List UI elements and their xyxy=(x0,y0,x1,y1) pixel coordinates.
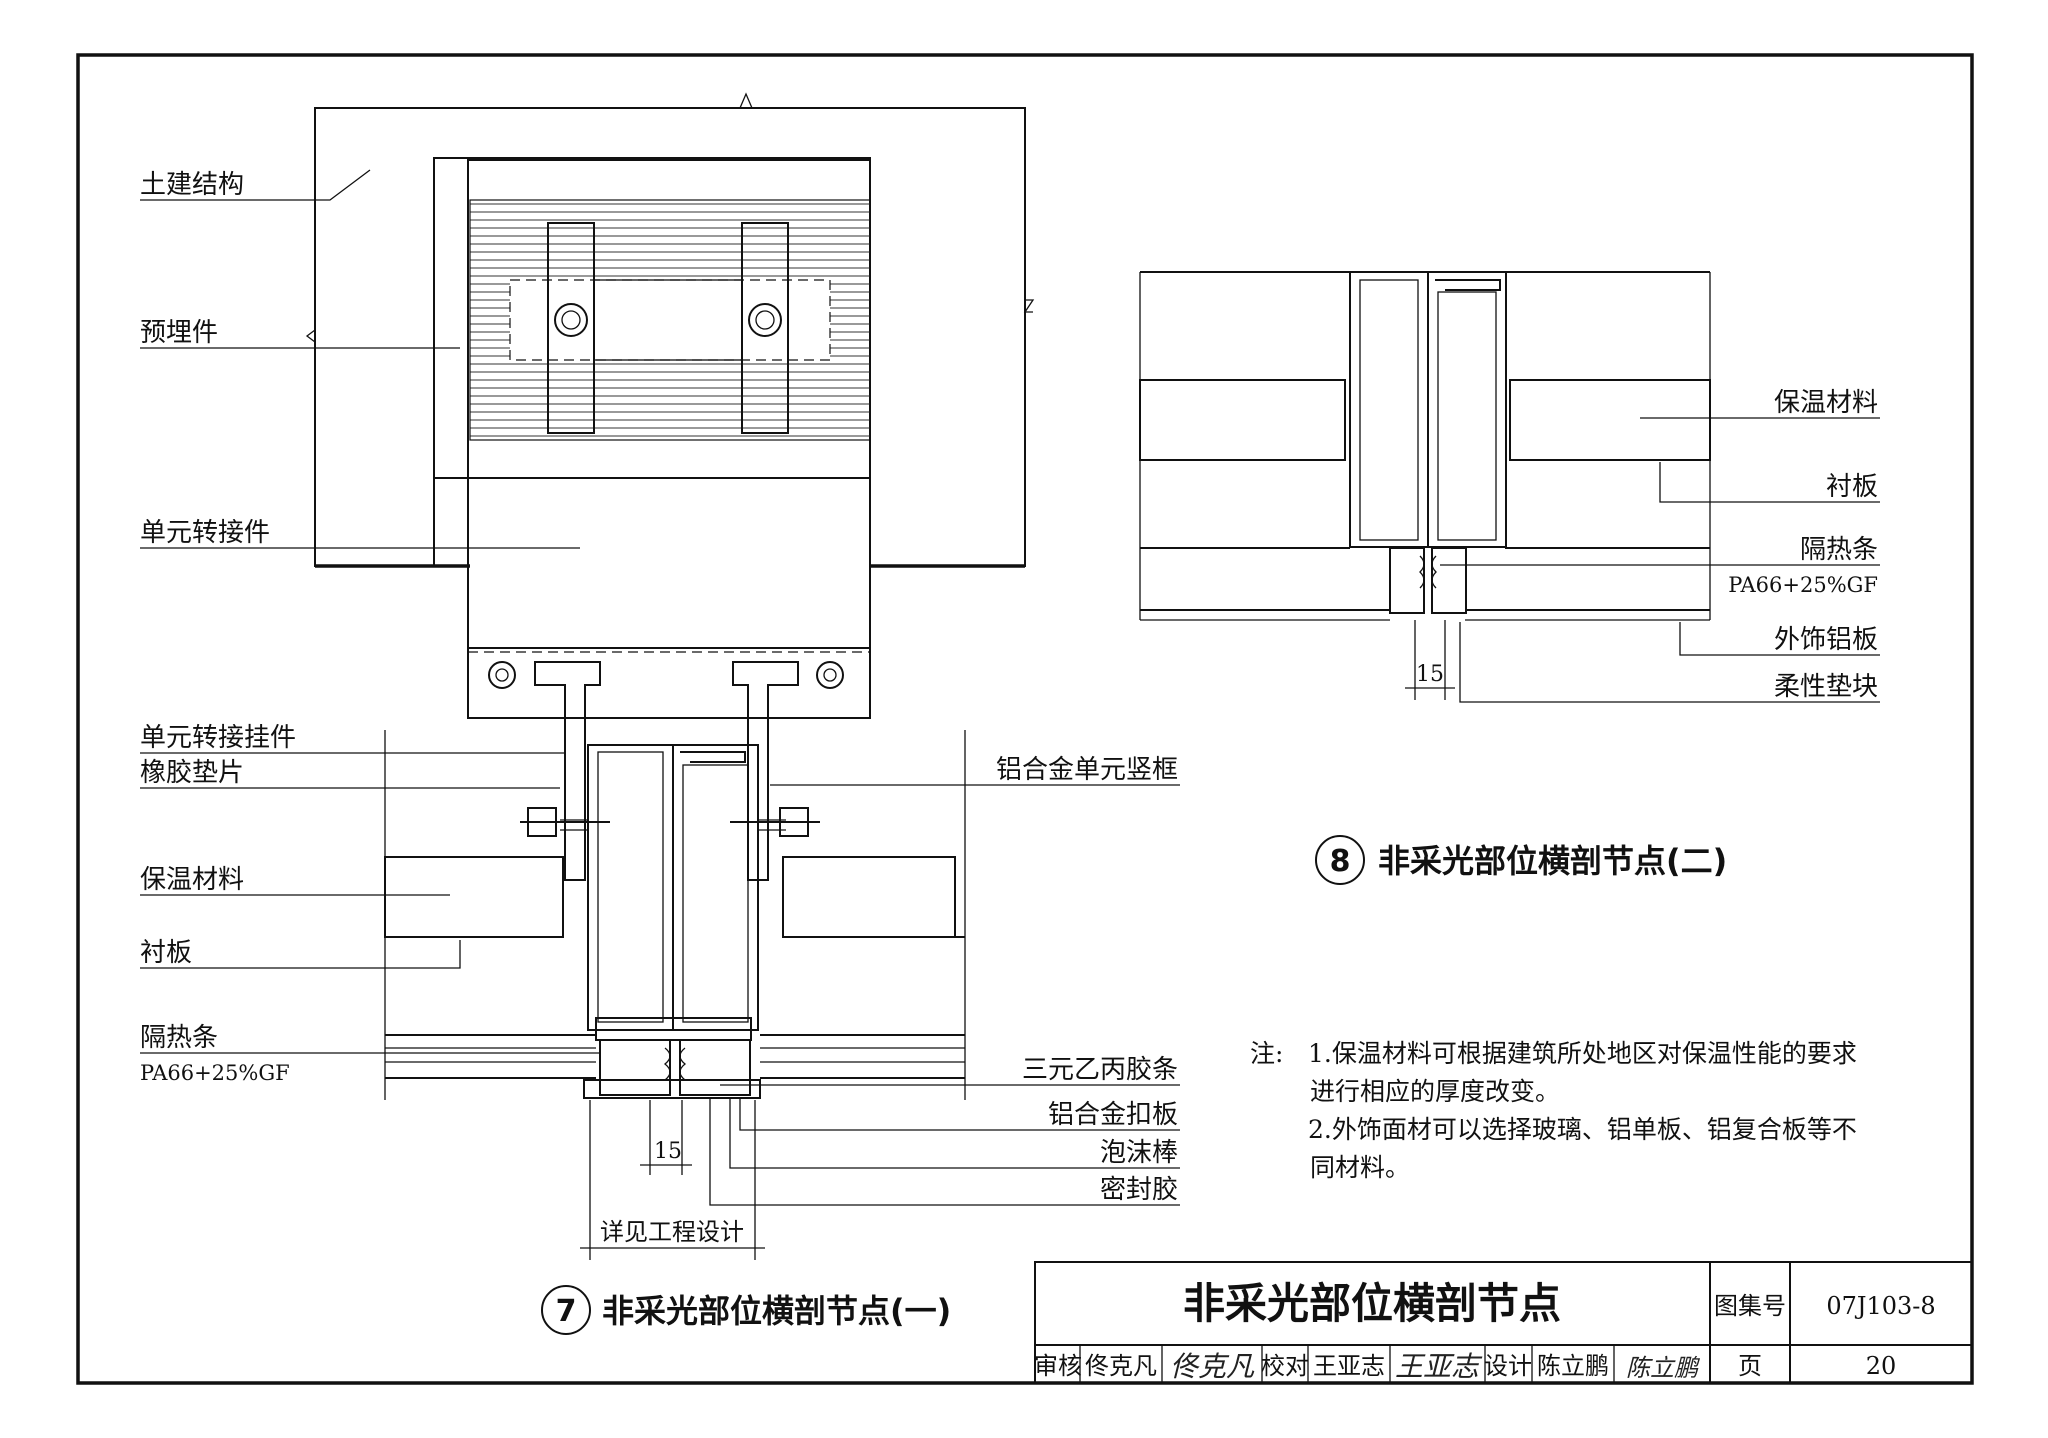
note-1b: 进行相应的厚度改变。 xyxy=(1310,1077,1560,1106)
insulation-left xyxy=(384,856,564,938)
notes-prefix: 注: xyxy=(1250,1039,1283,1068)
outer-panels xyxy=(384,730,966,1100)
label-unit-transfer: 单元转接件 xyxy=(140,518,270,548)
sheet-frame xyxy=(76,53,1974,1385)
mullion-8 xyxy=(1349,271,1507,614)
label-pa66-7: PA66+25%GF xyxy=(140,1061,290,1085)
insulation-right xyxy=(782,856,956,938)
label-liner-8: 衬板 xyxy=(1826,472,1878,502)
dimension-lines-8 xyxy=(1405,620,1455,700)
detail-8-marker xyxy=(1315,835,1365,885)
anchor-bolt-left xyxy=(554,303,588,337)
label-thermal-strip-8: 隔热条 xyxy=(1800,535,1878,565)
detail-8-title: 非采光部位横剖节点(二) xyxy=(1378,842,1727,880)
detail-7-marker xyxy=(541,1285,591,1335)
designer-signature: 陈立鹏 xyxy=(1626,1354,1701,1382)
label-thermal-strip-7: 隔热条 xyxy=(140,1023,218,1053)
label-sealant: 密封胶 xyxy=(1100,1175,1178,1205)
detail-7-number: 7 xyxy=(556,1294,577,1329)
reviewer-name: 佟克凡 xyxy=(1085,1352,1157,1380)
detail-8: 保温材料 衬板 隔热条 PA66+25%GF 外饰铝板 柔性垫块 15 8 非采… xyxy=(1139,271,1880,885)
note-1: 1.保温材料可根据建筑所处地区对保温性能的要求 xyxy=(1308,1039,1857,1068)
insulation-8-left xyxy=(1139,379,1346,461)
detail-7-title: 非采光部位横剖节点(一) xyxy=(602,1292,951,1330)
page-number: 20 xyxy=(1866,1352,1897,1380)
leaders-8 xyxy=(1440,417,1880,703)
label-pa66-8: PA66+25%GF xyxy=(1728,573,1878,597)
detail-7: 土建结构 预埋件 单元转接件 单元转接挂件 橡胶垫片 保温材料 衬板 隔热条 P… xyxy=(140,92,1180,1335)
label-foam-rod: 泡沫棒 xyxy=(1100,1138,1178,1168)
label-civil-structure: 土建结构 xyxy=(140,170,244,200)
title-block: 非采光部位横剖节点 图集号 07J103-8 审核 佟克凡 佟克凡 校对 王亚志… xyxy=(1034,1261,1973,1384)
designer-name: 陈立鹏 xyxy=(1537,1352,1609,1380)
embedded-plate xyxy=(433,157,871,479)
label-flex-block: 柔性垫块 xyxy=(1774,672,1878,702)
label-embedded-part: 预埋件 xyxy=(140,318,218,348)
unit-transfer-piece xyxy=(467,477,871,881)
label-cover-plate: 铝合金扣板 xyxy=(1048,1100,1178,1130)
dim-15-7: 15 xyxy=(654,1139,682,1164)
leaders-7-right xyxy=(709,784,1180,1206)
label-mullion: 铝合金单元竖框 xyxy=(996,755,1178,785)
dim-15-8: 15 xyxy=(1416,662,1444,687)
label-unit-hanger: 单元转接挂件 xyxy=(140,723,296,753)
aluminum-mullion xyxy=(520,744,820,1099)
leaders-7-left xyxy=(140,169,600,1054)
check-label: 校对 xyxy=(1261,1352,1309,1380)
dim-project-design: 详见工程设计 xyxy=(600,1218,744,1246)
review-label: 审核 xyxy=(1034,1352,1082,1380)
label-epdm-strip: 三元乙丙胶条 xyxy=(1022,1055,1178,1085)
checker-signature: 王亚志 xyxy=(1395,1350,1483,1383)
design-label: 设计 xyxy=(1484,1352,1532,1380)
dimension-lines-7 xyxy=(541,1100,765,1335)
page-label: 页 xyxy=(1738,1352,1762,1380)
label-liner-7: 衬板 xyxy=(140,938,192,968)
note-2: 2.外饰面材可以选择玻璃、铝单板、铝复合板等不 xyxy=(1308,1115,1857,1144)
label-insulation-8: 保温材料 xyxy=(1774,388,1878,418)
checker-name: 王亚志 xyxy=(1313,1352,1385,1380)
label-outer-al-panel: 外饰铝板 xyxy=(1774,625,1878,655)
atlas-label: 图集号 xyxy=(1714,1292,1786,1320)
label-insulation-7: 保温材料 xyxy=(140,865,244,895)
reviewer-signature: 佟克凡 xyxy=(1170,1350,1255,1383)
anchor-bolt-right xyxy=(748,303,782,337)
insulation-8-right xyxy=(1509,379,1711,461)
notes: 注: 1.保温材料可根据建筑所处地区对保温性能的要求 进行相应的厚度改变。 2.… xyxy=(1250,1039,1857,1182)
label-rubber-pad: 橡胶垫片 xyxy=(140,758,244,788)
note-2b: 同材料。 xyxy=(1310,1153,1410,1182)
drawing-title: 非采光部位横剖节点 xyxy=(1183,1279,1561,1328)
atlas-number: 07J103-8 xyxy=(1826,1292,1935,1320)
detail-8-number: 8 xyxy=(1330,844,1351,879)
